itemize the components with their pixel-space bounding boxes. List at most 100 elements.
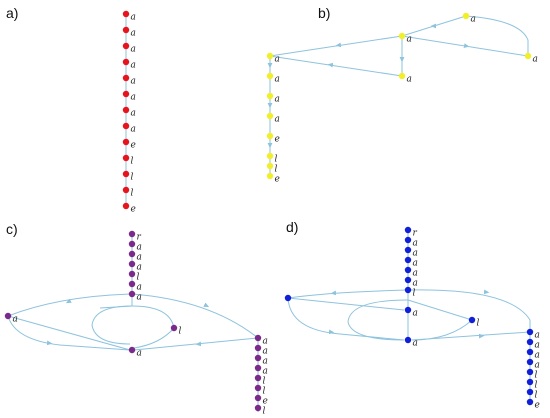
graph-node: a	[462, 12, 476, 25]
edge	[407, 289, 531, 332]
graph-node: a	[122, 10, 136, 23]
node-label: l	[263, 387, 266, 397]
node-label: a	[263, 357, 268, 367]
edge	[7, 315, 131, 351]
graph-node: a	[266, 112, 280, 125]
graph-node: a	[404, 266, 418, 279]
graph-node: a	[404, 306, 418, 319]
graph-node: l	[254, 384, 266, 397]
graph-node: l	[122, 170, 134, 183]
edge	[287, 297, 405, 311]
node-label: e	[131, 205, 136, 215]
edge	[269, 35, 403, 57]
graph-node: a	[526, 348, 540, 361]
node-label: a	[137, 253, 142, 263]
edge-arrow	[203, 302, 210, 308]
edge	[99, 305, 133, 309]
graph-node: a	[398, 32, 412, 45]
node-label: l	[535, 371, 538, 381]
graph-node: l	[526, 378, 538, 391]
panel-b: b) a a a a a a a a e	[266, 5, 538, 185]
node-label: a	[275, 55, 280, 65]
graph-node: l	[122, 186, 134, 199]
graph-node: l	[254, 374, 266, 387]
graph-node: l	[266, 152, 278, 165]
graph-node: a	[254, 354, 268, 367]
node-label: a	[13, 315, 18, 325]
node-label: a	[131, 13, 136, 23]
graph-node: a	[122, 122, 136, 135]
node-label: a	[413, 249, 418, 259]
node-label: a	[413, 339, 418, 349]
node-label: a	[413, 259, 418, 269]
graph-node: l	[468, 316, 480, 329]
graph-node: a	[266, 52, 280, 65]
node-label: a	[535, 341, 540, 351]
graph-node: l	[404, 286, 416, 299]
panel-d-label: d)	[286, 219, 298, 235]
panel-b-nodes: a a a a a a a a e l l e	[266, 12, 538, 185]
graph-node: a	[526, 338, 540, 351]
graph-node: a	[128, 280, 142, 293]
node-label: a	[533, 55, 538, 65]
node-label: a	[263, 337, 268, 347]
node-label: a	[131, 61, 136, 71]
node-label: e	[275, 135, 280, 145]
edge	[269, 55, 403, 77]
node-label: a	[471, 15, 476, 25]
edge	[91, 305, 133, 345]
graph-node: l	[128, 270, 140, 283]
graph-node: a	[398, 72, 412, 85]
node-label: a	[535, 331, 540, 341]
graph-node: r	[404, 226, 418, 239]
graph-node: a	[122, 42, 136, 55]
graph-node: l	[254, 404, 266, 417]
node-label: a	[413, 279, 418, 289]
graph-node: a	[524, 52, 538, 65]
node-label: l	[413, 289, 416, 299]
panel-c: c) r a a a l a a a	[4, 221, 268, 417]
node-label: a	[131, 93, 136, 103]
edge	[131, 293, 259, 339]
node-label: a	[407, 35, 412, 45]
panel-a-label: a)	[6, 5, 18, 21]
edge	[131, 305, 175, 329]
node-label: l	[535, 381, 538, 391]
graph-node: e	[526, 398, 540, 411]
node-label: e	[535, 401, 540, 411]
graph-node: l	[526, 368, 538, 381]
edge	[7, 315, 131, 351]
graph-node	[284, 294, 292, 302]
node-label: a	[413, 309, 418, 319]
graph-node: a	[266, 92, 280, 105]
node-label: a	[137, 243, 142, 253]
node-label: l	[179, 327, 182, 337]
node-label: a	[137, 349, 142, 359]
panel-c-label: c)	[6, 221, 18, 237]
graph-node: a	[128, 250, 142, 263]
graph-node: a	[404, 256, 418, 269]
panel-a-nodes: a a a a a a a a e l l l e	[122, 10, 136, 215]
graph-node: a	[404, 336, 418, 349]
edge	[287, 297, 405, 341]
graph-node: l	[122, 154, 134, 167]
graph-node: e	[122, 202, 136, 215]
node-label: l	[263, 407, 266, 417]
node-label: l	[477, 319, 480, 329]
graph-node: e	[266, 172, 280, 185]
panel-c-edges	[7, 234, 259, 412]
graph-node: l	[170, 324, 182, 337]
node-label: l	[131, 173, 134, 183]
graph-node: a	[266, 72, 280, 85]
panel-b-edges	[267, 15, 529, 176]
node-label: l	[263, 377, 266, 387]
edge	[7, 293, 133, 317]
node-label: r	[137, 233, 142, 243]
graph-node: a	[254, 364, 268, 377]
node-label: l	[275, 155, 278, 165]
node-label: a	[275, 115, 280, 125]
graph-node: a	[526, 328, 540, 341]
node-label: e	[275, 175, 280, 185]
panel-d-edges	[287, 230, 531, 402]
edge	[287, 289, 409, 299]
